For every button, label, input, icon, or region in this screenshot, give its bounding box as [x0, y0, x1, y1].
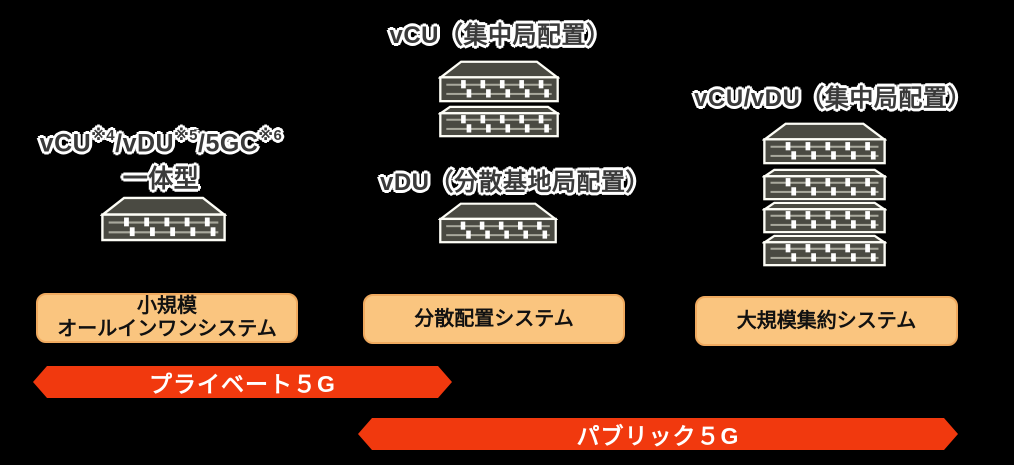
vcu-central-title: vCU（集中局配置）	[389, 22, 611, 49]
server-icon	[763, 168, 886, 201]
title-text: /5GC	[198, 129, 259, 158]
footnote-ref-4: ※4	[91, 127, 116, 144]
title-text: /vDU	[115, 129, 175, 158]
public-5g-label: パブリック５G	[576, 423, 740, 449]
private-5g-arrow: プライベート５G	[33, 366, 452, 398]
public-5g-arrow: パブリック５G	[358, 418, 958, 450]
vcu-vdu-central-title: vCU/vDU（集中局配置）	[694, 85, 972, 112]
allinone-title-line1: vCU※4/vDU※5/5GC※6	[8, 127, 314, 158]
label-line: 大規模集約システム	[736, 309, 917, 332]
server-icon	[763, 122, 886, 165]
allinone-title-line2: 一体型	[122, 165, 200, 193]
server-icon	[439, 105, 559, 138]
server-icon	[763, 201, 886, 234]
private-5g-label: プライベート５G	[149, 371, 336, 397]
allinone-system-label: 小規模 オールインワンシステム	[36, 293, 298, 343]
server-icon	[439, 60, 559, 103]
footnote-ref-5: ※5	[174, 127, 199, 144]
footnote-ref-6: ※6	[258, 127, 283, 144]
server-icon	[439, 202, 557, 244]
label-line: オールインワンシステム	[57, 318, 277, 340]
server-icon	[763, 234, 886, 267]
largescale-system-label: 大規模集約システム	[695, 296, 958, 346]
vdu-distributed-title: vDU（分散基地局配置）	[379, 169, 650, 196]
title-text: vCU	[39, 129, 92, 158]
label-line: 分散配置システム	[414, 307, 574, 330]
server-icon	[101, 196, 226, 242]
distributed-system-label: 分散配置システム	[363, 294, 625, 344]
label-line: 小規模	[137, 295, 197, 317]
